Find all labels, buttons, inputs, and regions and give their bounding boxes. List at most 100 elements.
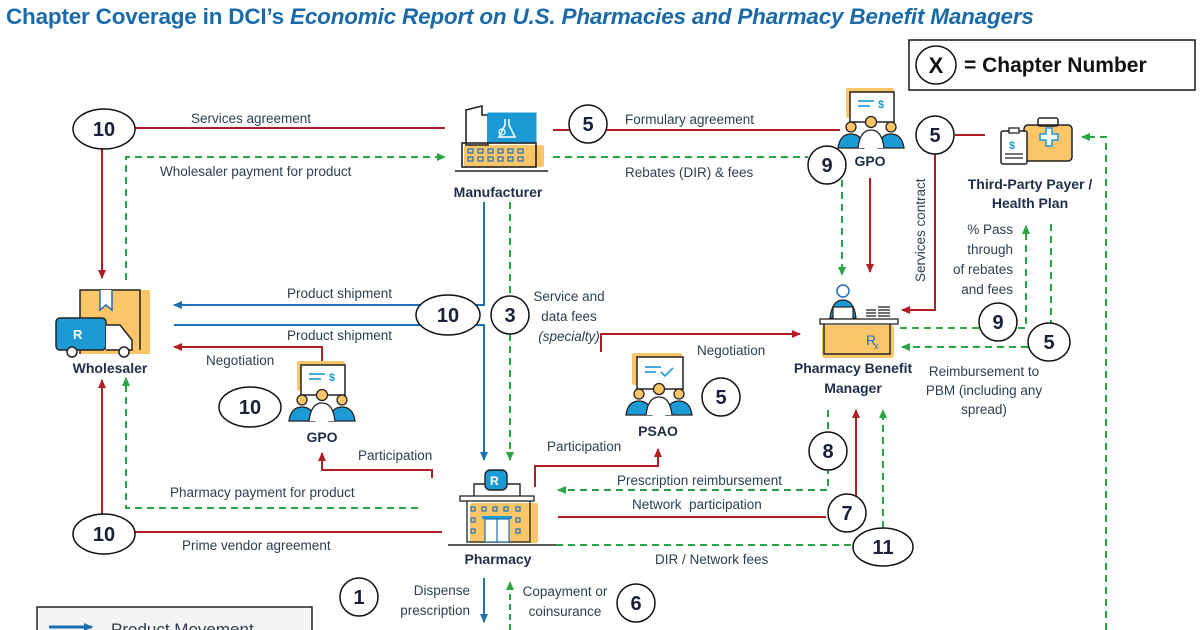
label-copayment-2: coinsurance: [529, 604, 602, 619]
chapter-number: 3: [504, 305, 515, 327]
label-negotiation-left: Negotiation: [206, 353, 274, 368]
chapter-number: 10: [93, 524, 115, 546]
chapter-badge: 10: [72, 108, 136, 150]
pharmacy-payment-line: [122, 377, 418, 509]
negotiation-wholesaler-line: [173, 343, 323, 362]
label-participation-left: Participation: [358, 448, 432, 463]
gpo-group-icon: $: [837, 88, 905, 149]
gpo-left-label: GPO: [306, 429, 337, 445]
services-contract-line: [901, 152, 936, 314]
psao-group-icon: [625, 353, 693, 416]
gpo-group-icon: $: [288, 361, 356, 422]
chapter-badge: 5: [701, 377, 741, 417]
label-prescription-reimbursement: Prescription reimbursement: [617, 473, 782, 488]
legend-box: [36, 606, 313, 630]
chapter-number: 6: [630, 593, 641, 615]
title-report-name: Economic Report on U.S. Pharmacies and P…: [290, 4, 1034, 29]
title-prefix: Chapter Coverage in DCI’s: [6, 4, 291, 29]
chapter-badge: 3: [490, 295, 530, 335]
label-copayment-1: Copayment or: [523, 584, 608, 599]
svg-text:x: x: [874, 341, 879, 351]
chapter-badge: 10: [72, 513, 136, 555]
pharmacist-desk-icon: R x: [819, 284, 899, 358]
negotiation-pbm-line: [600, 330, 801, 352]
psao-node[interactable]: PSAO: [625, 353, 693, 439]
participation-psao-line: [534, 448, 662, 487]
svg-text:R: R: [490, 474, 499, 488]
pbm-node[interactable]: R x Pharmacy Benefit Manager: [794, 284, 913, 396]
label-prime-vendor: Prime vendor agreement: [182, 538, 331, 553]
pbm-label-line2: Manager: [824, 380, 882, 396]
page-title: Chapter Coverage in DCI’s Economic Repor…: [6, 4, 1034, 30]
pbm-label-line1: Pharmacy Benefit: [794, 360, 913, 376]
chapter-badges: 10 5 9 5 10 3 10 5 9 5 8 7 11 10 1 6: [72, 104, 1071, 623]
label-dispense-2: prescription: [400, 603, 470, 618]
delivery-truck-icon: R: [55, 289, 150, 358]
pass-through-up-line: [1018, 225, 1030, 329]
chapter-badge: 8: [808, 431, 848, 471]
wholesaler-node[interactable]: R Wholesaler: [55, 289, 150, 376]
chapter-number: 5: [1043, 332, 1054, 354]
chapter-number: 9: [992, 312, 1003, 334]
chapter-badge: 9: [807, 145, 847, 185]
label-participation-right: Participation: [547, 439, 621, 454]
label-reimbursement-3: spread): [961, 402, 1007, 417]
flow-labels: Services agreement Wholesaler payment fo…: [160, 111, 1042, 619]
gpo-top-node[interactable]: $ GPO: [837, 88, 905, 169]
label-service-fees-2: data fees: [541, 309, 597, 324]
label-service-fees-1: Service and: [533, 289, 604, 304]
chapter-number: 5: [715, 387, 726, 409]
label-dir-network-fees: DIR / Network fees: [655, 552, 769, 567]
connection-lines: [98, 127, 1107, 630]
label-specialty: (specialty): [538, 329, 600, 344]
medical-briefcase-icon: $: [1000, 117, 1073, 165]
label-dispense-1: Dispense: [414, 583, 470, 598]
gpo-top-label: GPO: [854, 153, 885, 169]
manufacturer-node[interactable]: Manufacturer: [454, 104, 548, 200]
label-rebates-fees: Rebates (DIR) & fees: [625, 165, 754, 180]
label-pass-through-4: and fees: [961, 282, 1013, 297]
label-pass-through-2: through: [967, 242, 1013, 257]
label-wholesaler-payment: Wholesaler payment for product: [160, 164, 352, 179]
label-pharmacy-payment: Pharmacy payment for product: [170, 485, 355, 500]
chapter-number: 8: [822, 441, 833, 463]
chapter-badge: 1: [339, 577, 379, 617]
label-product-shipment-2: Product shipment: [287, 328, 392, 343]
chapter-key: X = Chapter Number: [908, 39, 1196, 91]
factory-icon: [455, 104, 548, 172]
psao-label: PSAO: [638, 423, 678, 439]
label-services-contract: Services contract: [913, 178, 928, 282]
manufacturer-label: Manufacturer: [454, 184, 543, 200]
label-product-shipment-1: Product shipment: [287, 286, 392, 301]
chapter-number: 5: [582, 114, 593, 136]
payer-label-line2: Health Plan: [992, 195, 1068, 211]
label-negotiation-psao: Negotiation: [697, 343, 765, 358]
pharmacy-label: Pharmacy: [465, 551, 532, 567]
gpo-left-node[interactable]: $ GPO: [288, 361, 356, 445]
chapter-badge: 9: [978, 302, 1018, 342]
chapter-badge: 10: [218, 386, 282, 428]
legend-product-movement: Product Movement: [111, 620, 254, 630]
pharmacy-node[interactable]: R Pharmacy: [448, 469, 556, 567]
pharmacy-building-icon: R: [448, 469, 556, 546]
wholesaler-label: Wholesaler: [73, 360, 148, 376]
svg-text:$: $: [1009, 140, 1015, 152]
label-pass-through-3: of rebates: [953, 262, 1013, 277]
label-pass-through-1: % Pass: [967, 222, 1013, 237]
chapter-number: 10: [93, 119, 115, 141]
label-reimbursement-1: Reimbursement to: [929, 364, 1039, 379]
chapter-badge: 11: [852, 527, 914, 567]
copay-to-payer-line: [1081, 133, 1107, 630]
chapter-badge: 5: [915, 115, 955, 155]
key-symbol: X: [929, 53, 944, 78]
participation-gpo-line: [318, 452, 433, 478]
label-network-participation: Network participation: [632, 497, 762, 512]
chapter-badge: 5: [1027, 322, 1071, 362]
chapter-number: 5: [929, 125, 940, 147]
chapter-number: 9: [821, 155, 832, 177]
payer-label-line1: Third-Party Payer /: [968, 176, 1093, 192]
svg-text:R: R: [73, 327, 83, 342]
payer-node[interactable]: $ Third-Party Payer / Health Plan: [968, 117, 1093, 211]
svg-text:$: $: [878, 99, 884, 111]
